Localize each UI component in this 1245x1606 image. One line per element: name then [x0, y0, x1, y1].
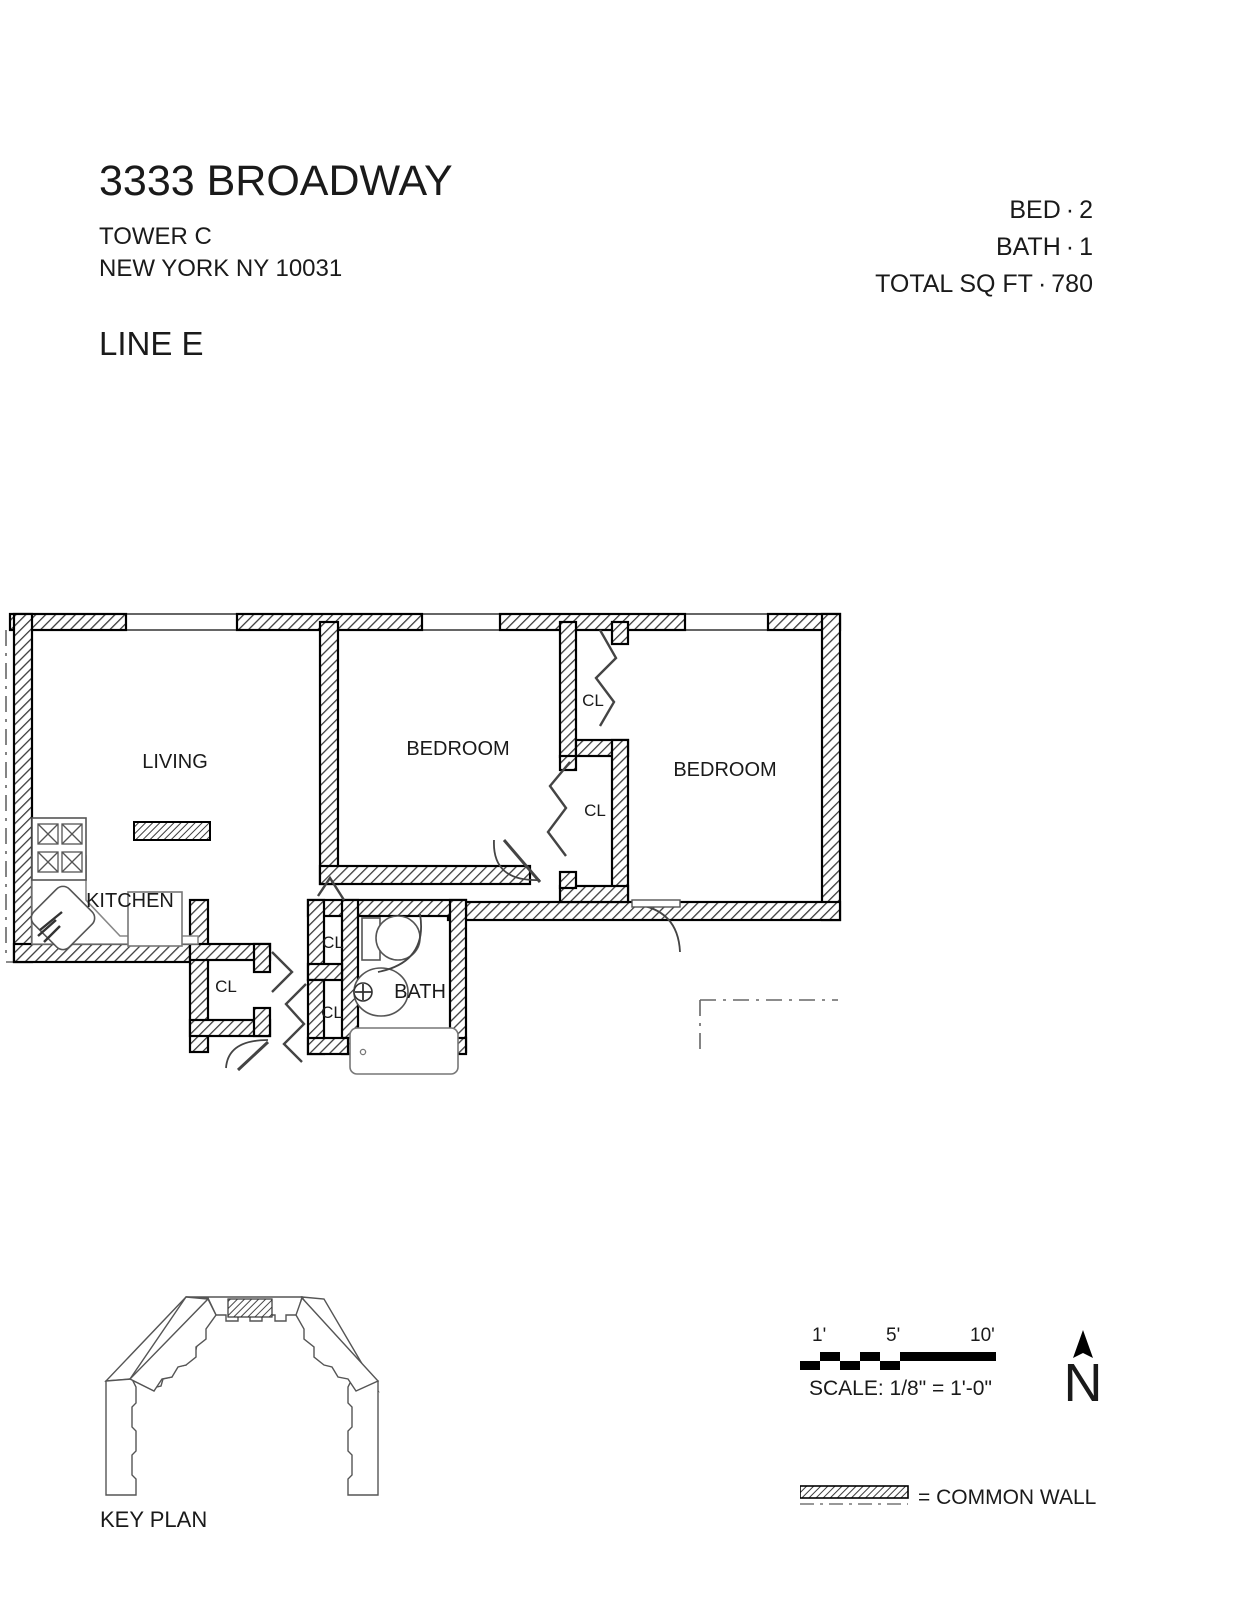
wall-left-exterior	[12, 612, 34, 964]
plan-geometry: LIVING KITCHEN BEDROOM BEDROOM BATH CL C…	[5, 612, 842, 1075]
key-plan-building-outline	[104, 1296, 380, 1496]
sink-faucet-icon	[37, 911, 63, 943]
closet-label-bedroom-upper: CL	[582, 691, 604, 710]
room-label-bedroom-2: BEDROOM	[673, 759, 776, 781]
stat-bath-separator: ·	[1065, 233, 1075, 261]
common-wall-swatch-icon	[800, 1485, 909, 1505]
floor-plan: LIVING KITCHEN BEDROOM BEDROOM BATH CL C…	[0, 600, 1245, 1120]
room-label-kitchen: KITCHEN	[86, 890, 174, 912]
scale-bar: 1' 5' 10' SCALE: 1/8" = 1'-0"	[800, 1325, 1010, 1435]
stat-total-sqft-value: 780	[1051, 270, 1093, 298]
stat-bath-value: 1	[1079, 233, 1093, 261]
exterior-wall-top	[8, 612, 842, 632]
stat-bath: BATH·1	[875, 229, 1093, 266]
sink-icon	[30, 885, 96, 951]
scale-tick-1: 1'	[812, 1325, 827, 1346]
bifold-door-closet-bedroom-upper	[594, 629, 618, 727]
key-plan: KEY PLAN	[90, 1255, 420, 1565]
north-arrow-icon	[1073, 1330, 1093, 1358]
bifold-door-closet-bedroom-lower	[546, 761, 571, 857]
wall-right-exterior	[820, 612, 842, 922]
stat-bed-value: 2	[1079, 196, 1093, 224]
stat-total-sqft-label: TOTAL SQ FT	[875, 270, 1033, 298]
stat-bed-separator: ·	[1065, 196, 1075, 224]
floor-plan-drawing: LIVING KITCHEN BEDROOM BEDROOM BATH CL C…	[5, 612, 842, 1075]
wall-bedroom1-bottom	[318, 864, 532, 886]
tower-label: TOWER C	[99, 223, 212, 250]
door-swing-bedroom1	[493, 839, 541, 881]
refrigerator-icon	[127, 891, 183, 947]
room-label-bath: BATH	[394, 981, 446, 1003]
page-title: 3333 BROADWAY	[99, 157, 453, 205]
header: 3333 BROADWAY TOWER C NEW YORK NY 10031 …	[0, 0, 1245, 400]
wall-leftcl-right	[252, 942, 272, 974]
key-plan-caption: KEY PLAN	[100, 1507, 208, 1532]
living-column	[133, 821, 211, 841]
legend-common-wall: = COMMON WALL	[800, 1483, 1110, 1523]
wall-closet-block-right-lower	[610, 738, 630, 902]
bifold-door-closet-hall-lower	[282, 983, 307, 1063]
door-swing-hall	[225, 1039, 269, 1069]
stat-total-sqft: TOTAL SQ FT·780	[875, 266, 1093, 303]
closet-label-bedroom-lower: CL	[584, 801, 606, 820]
address-block: 3333 BROADWAY TOWER C NEW YORK NY 10031	[99, 160, 453, 286]
room-label-bedroom-1: BEDROOM	[406, 738, 509, 760]
scale-tick-5: 5'	[886, 1325, 901, 1346]
closet-label-hall-lower: CL	[321, 1003, 343, 1022]
compass: N	[1048, 1330, 1118, 1430]
key-plan-drawing	[104, 1296, 380, 1496]
stat-bed: BED·2	[875, 192, 1093, 229]
bifold-door-closet-hall-left	[271, 951, 294, 993]
wall-leftcl-right-lower	[252, 1006, 272, 1038]
bathtub-icon	[349, 1027, 459, 1075]
legend-common-wall-text: = COMMON WALL	[918, 1486, 1097, 1509]
city-state-zip-label: NEW YORK NY 10031	[99, 255, 343, 283]
unit-line-label: LINE E	[99, 325, 204, 362]
stat-total-sqft-separator: ·	[1037, 270, 1047, 298]
room-labels: LIVING KITCHEN BEDROOM BEDROOM BATH CL C…	[86, 691, 777, 1022]
wall-closet-block-right	[610, 620, 630, 646]
door-leaf-bedroom1	[502, 839, 542, 883]
wall-living-bedroom-partition	[318, 620, 340, 886]
scale-bar-graphic	[800, 1352, 996, 1370]
compass-letter: N	[1063, 1353, 1103, 1413]
kitchen-fixtures	[30, 817, 199, 951]
room-label-living: LIVING	[142, 751, 208, 773]
key-plan-unit-highlight	[227, 1298, 273, 1318]
wall-closet-lower-left-stub	[558, 870, 578, 890]
bifold-door-closet-hall-upper	[317, 875, 346, 901]
stat-bath-label: BATH	[995, 233, 1061, 261]
door-leaf-bedroom2	[631, 899, 681, 908]
wall-bath-top	[306, 898, 468, 918]
wall-hallcl-bottom	[306, 962, 344, 982]
unit-stats: BED·2 BATH·1 TOTAL SQ FT·780	[875, 192, 1093, 303]
scale-tick-10: 10'	[970, 1325, 995, 1346]
closet-label-hall-left: CL	[215, 977, 237, 996]
tub-drain-icon	[359, 1048, 367, 1056]
wall-hallcl-lower-bottom	[306, 1036, 350, 1056]
wall-closet-block-left	[558, 620, 578, 759]
door-symbols	[225, 629, 681, 1072]
scale-text: SCALE: 1/8" = 1'-0"	[809, 1377, 992, 1400]
door-swing-bath	[377, 913, 422, 973]
closet-label-hall-upper: CL	[322, 933, 344, 952]
stat-bed-label: BED	[1009, 196, 1061, 224]
bath-fixtures	[349, 915, 459, 1075]
wall-closet-lower-bottom	[558, 884, 630, 904]
door-leaf-hall	[236, 1040, 270, 1072]
